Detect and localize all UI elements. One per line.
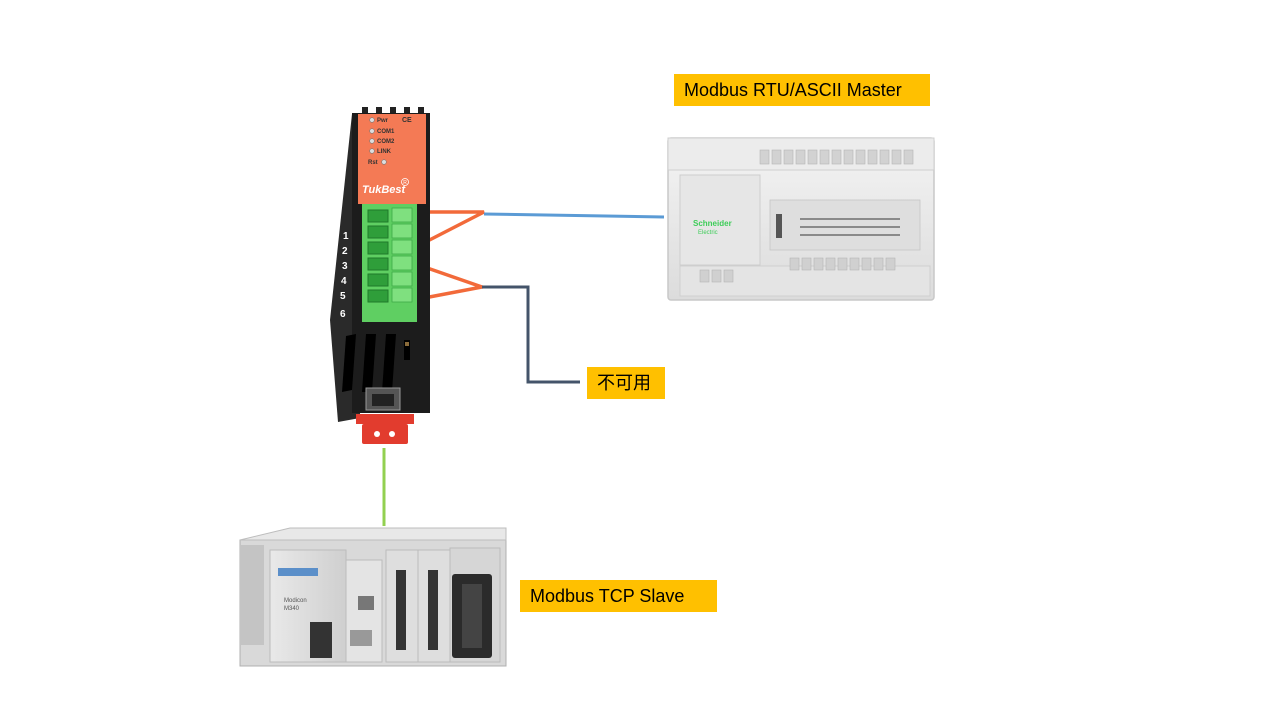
- registered-mark: R: [403, 180, 407, 186]
- led-com2-icon: [369, 138, 375, 144]
- modbus-rtu-ascii-master-label: Modbus RTU/ASCII Master: [674, 74, 930, 106]
- led-label-com1: COM1: [377, 129, 395, 135]
- slave-plc: Modicon M340: [239, 527, 507, 667]
- master-top-terminals: [759, 149, 914, 165]
- terminal-number-6: 6: [340, 309, 346, 320]
- gateway-orange-panel: [358, 114, 426, 204]
- led-label-com2: COM2: [377, 139, 395, 145]
- master-bottom-terminals: [699, 257, 896, 283]
- led-label-link: LINK: [377, 149, 392, 155]
- gateway-vents: [342, 334, 410, 392]
- led-pwr-icon: [369, 117, 375, 123]
- slave-brand-modicon: Modicon: [284, 598, 307, 604]
- master-wire-blue: [483, 212, 665, 219]
- master-plc: Schneider Electric: [667, 137, 935, 301]
- ce-mark: CE: [402, 117, 412, 124]
- registered-mark-icon: [401, 178, 409, 186]
- led-label-rst: Rst: [368, 160, 378, 166]
- gateway-brand: TukBest: [362, 184, 407, 196]
- master-io-indicators: [776, 214, 900, 238]
- terminal-slots: [367, 209, 389, 303]
- gateway-device: Pwr CE COM1 COM2 LINK Rst TukBest R: [330, 107, 430, 444]
- terminal-number-5: 5: [340, 291, 346, 302]
- modbus-tcp-slave-label: Modbus TCP Slave: [520, 580, 717, 612]
- rs485-wire-orange-top: [409, 210, 485, 252]
- unavailable-wire-dark: [482, 285, 580, 384]
- gateway-leds: Pwr CE COM1 COM2 LINK Rst: [368, 117, 412, 166]
- master-brand-electric: Electric: [698, 230, 718, 236]
- master-brand-schneider: Schneider: [693, 219, 732, 228]
- din-clip: [356, 414, 414, 444]
- slave-brand-m340: M340: [284, 606, 300, 612]
- terminal-number-1: 1: [343, 231, 349, 242]
- terminal-numbers: 1 2 3 4 5 6: [340, 231, 349, 320]
- led-com1-icon: [369, 128, 375, 134]
- reset-button-icon: [381, 159, 387, 165]
- led-link-icon: [369, 148, 375, 154]
- terminal-screws: [391, 207, 413, 303]
- terminal-number-2: 2: [342, 246, 348, 257]
- led-label-pwr: Pwr: [377, 118, 389, 124]
- terminal-number-3: 3: [342, 261, 348, 272]
- terminal-number-4: 4: [341, 276, 347, 287]
- not-available-label: 不可用: [587, 367, 665, 399]
